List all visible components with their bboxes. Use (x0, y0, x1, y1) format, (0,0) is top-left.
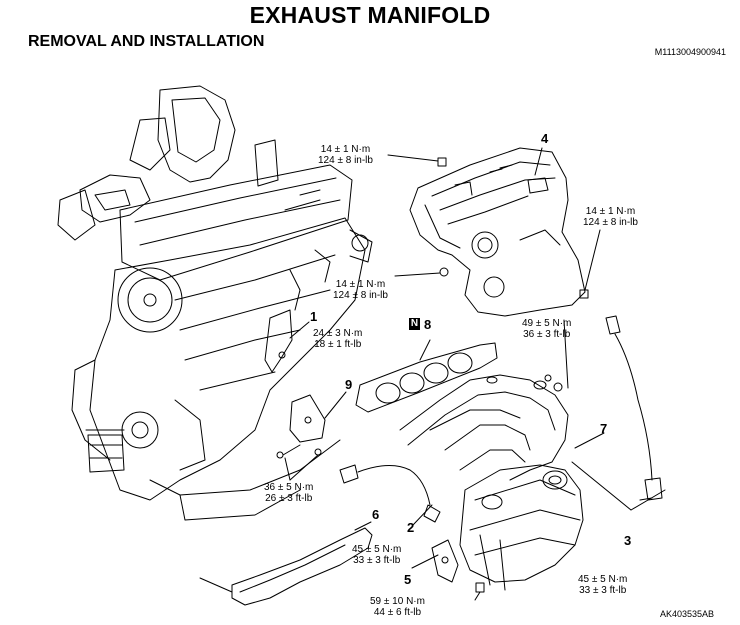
page-title: EXHAUST MANIFOLD (249, 2, 491, 28)
torque-spec-line1: 24 ± 3 N·m (313, 328, 363, 339)
bracket-9 (276, 394, 326, 459)
leader-lines (284, 147, 666, 601)
torque-spec-7: 45 ± 5 N·m 33 ± 3 ft-lb (352, 544, 401, 566)
torque-spec-line2: 44 ± 6 ft-lb (373, 607, 422, 618)
torque-spec-line2: 18 ± 1 ft-lb (314, 339, 362, 350)
torque-spec-line1: 36 ± 5 N·m (264, 482, 314, 493)
heat-protector-6 (199, 527, 373, 606)
part-number-3: 3 (624, 533, 632, 548)
figure-id: AK403535AB (659, 609, 714, 619)
part-number-2: 2 (407, 520, 415, 535)
torque-spec-4: 24 ± 3 N·m 18 ± 1 ft-lb (313, 328, 362, 350)
oxygen-sensors (339, 315, 663, 523)
engine-block (57, 85, 373, 521)
torque-spec-line2: 33 ± 3 ft-lb (353, 555, 401, 566)
torque-spec-line1: 14 ± 1 N·m (335, 279, 386, 290)
part-number-8: 8 (424, 317, 432, 332)
torque-spec-line2: 33 ± 3 ft-lb (579, 585, 627, 596)
torque-spec-3: 14 ± 1 N·m 124 ± 8 in-lb (333, 279, 388, 301)
torque-spec-line1: 59 ± 10 N·m (370, 596, 425, 607)
new-part-badge: N (409, 318, 420, 330)
torque-spec-line2: 26 ± 3 ft-lb (265, 493, 313, 504)
document-id: M1113004900941 (654, 47, 726, 57)
torque-spec-2: 14 ± 1 N·m 124 ± 8 in-lb (583, 206, 638, 228)
torque-spec-line1: 49 ± 5 N·m (522, 318, 572, 329)
torque-spec-line1: 45 ± 5 N·m (578, 574, 628, 585)
torque-spec-line1: 14 ± 1 N·m (320, 144, 371, 155)
torque-spec-8: 45 ± 5 N·m 33 ± 3 ft-lb (578, 574, 627, 596)
torque-spec-1: 14 ± 1 N·m 124 ± 8 in-lb (318, 144, 373, 166)
part-number-9: 9 (345, 377, 353, 392)
part-number-6: 6 (372, 507, 380, 522)
exhaust-manifold-7 (399, 374, 584, 591)
part-number-7: 7 (600, 421, 608, 436)
torque-spec-5: 49 ± 5 N·m 36 ± 3 ft-lb (522, 318, 571, 340)
torque-spec-9: 59 ± 10 N·m 44 ± 6 ft-lb (370, 596, 425, 618)
torque-spec-line2: 36 ± 3 ft-lb (523, 329, 571, 340)
part-number-5: 5 (404, 572, 412, 587)
heat-protector-4 (409, 147, 586, 317)
heat-protector-bolts (387, 154, 601, 299)
part-number-1: 1 (310, 309, 318, 324)
torque-spec-line1: 14 ± 1 N·m (585, 206, 636, 217)
torque-spec-line2: 124 ± 8 in-lb (583, 217, 638, 228)
torque-spec-line2: 124 ± 8 in-lb (318, 155, 373, 166)
bracket-5 (431, 539, 485, 593)
section-subtitle: REMOVAL AND INSTALLATION (28, 33, 265, 50)
torque-spec-line2: 124 ± 8 in-lb (333, 290, 388, 301)
torque-spec-line1: 45 ± 5 N·m (352, 544, 402, 555)
gasket-8 (355, 339, 498, 413)
part-number-4: 4 (541, 131, 549, 146)
torque-spec-6: 36 ± 5 N·m 26 ± 3 ft-lb (264, 482, 313, 504)
